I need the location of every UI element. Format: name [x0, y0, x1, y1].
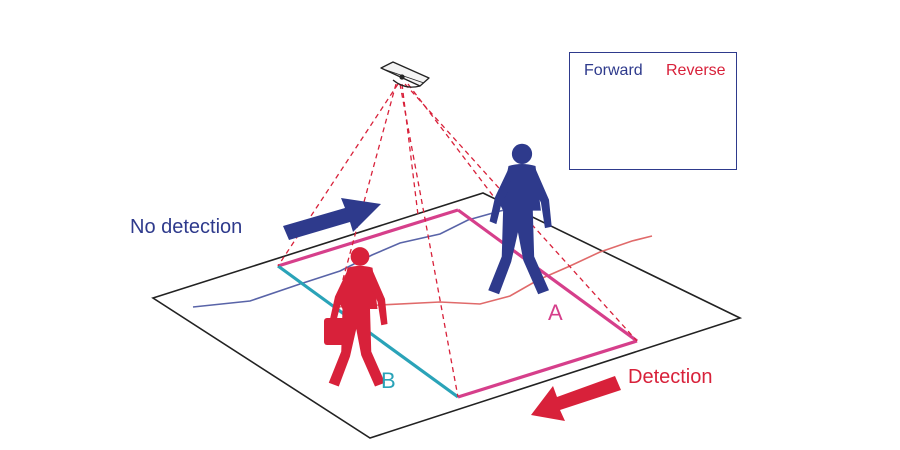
legend-box [569, 52, 737, 170]
zone-a-edge-top [277, 208, 459, 268]
ceiling-sensor-icon [380, 61, 430, 88]
zone-a-edge-bottom [457, 339, 638, 399]
zone-b-label: B [381, 368, 396, 393]
reverse-walker-icon [324, 247, 388, 387]
forward-arrow-icon [283, 198, 381, 240]
legend-reverse-label: Reverse [666, 62, 726, 79]
reverse-walk-path [334, 235, 653, 308]
forward-walk-path [192, 206, 521, 308]
zone-a-label: A [548, 300, 563, 325]
legend-forward-label: Forward [584, 62, 643, 79]
no-detection-label: No detection [130, 216, 243, 238]
reverse-arrow-icon [531, 376, 621, 421]
detection-label: Detection [628, 366, 713, 388]
zone-a-edge-right [457, 208, 638, 343]
floor-plane [151, 192, 743, 439]
